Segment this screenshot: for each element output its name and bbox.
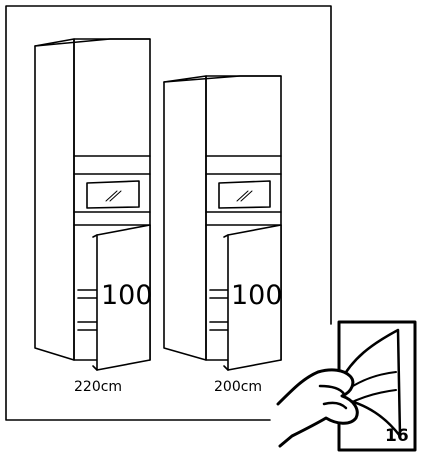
cabinet-short xyxy=(163,75,282,371)
cabinet-short-oven-window xyxy=(218,180,271,209)
cabinet-short-side xyxy=(163,75,207,361)
cabinet-tall-side xyxy=(34,38,75,361)
cabinet-short-door-label: 100 xyxy=(231,280,283,311)
page-number: 16 xyxy=(385,426,409,446)
cabinet-tall-height-label: 220cm xyxy=(74,379,122,395)
cabinet-short-door[interactable] xyxy=(227,224,282,371)
cabinet-tall xyxy=(34,38,151,371)
page-curl xyxy=(337,328,402,438)
cabinet-short-top xyxy=(163,75,282,83)
cabinet-tall-oven-window xyxy=(86,180,140,209)
frame-border xyxy=(5,5,332,421)
cabinet-tall-door[interactable] xyxy=(96,224,151,371)
cabinet-short-height-label: 200cm xyxy=(214,379,262,395)
hand-turning-page-icon[interactable] xyxy=(276,320,417,452)
cabinet-tall-top xyxy=(34,38,151,47)
cabinet-tall-door-label: 100 xyxy=(101,280,153,311)
